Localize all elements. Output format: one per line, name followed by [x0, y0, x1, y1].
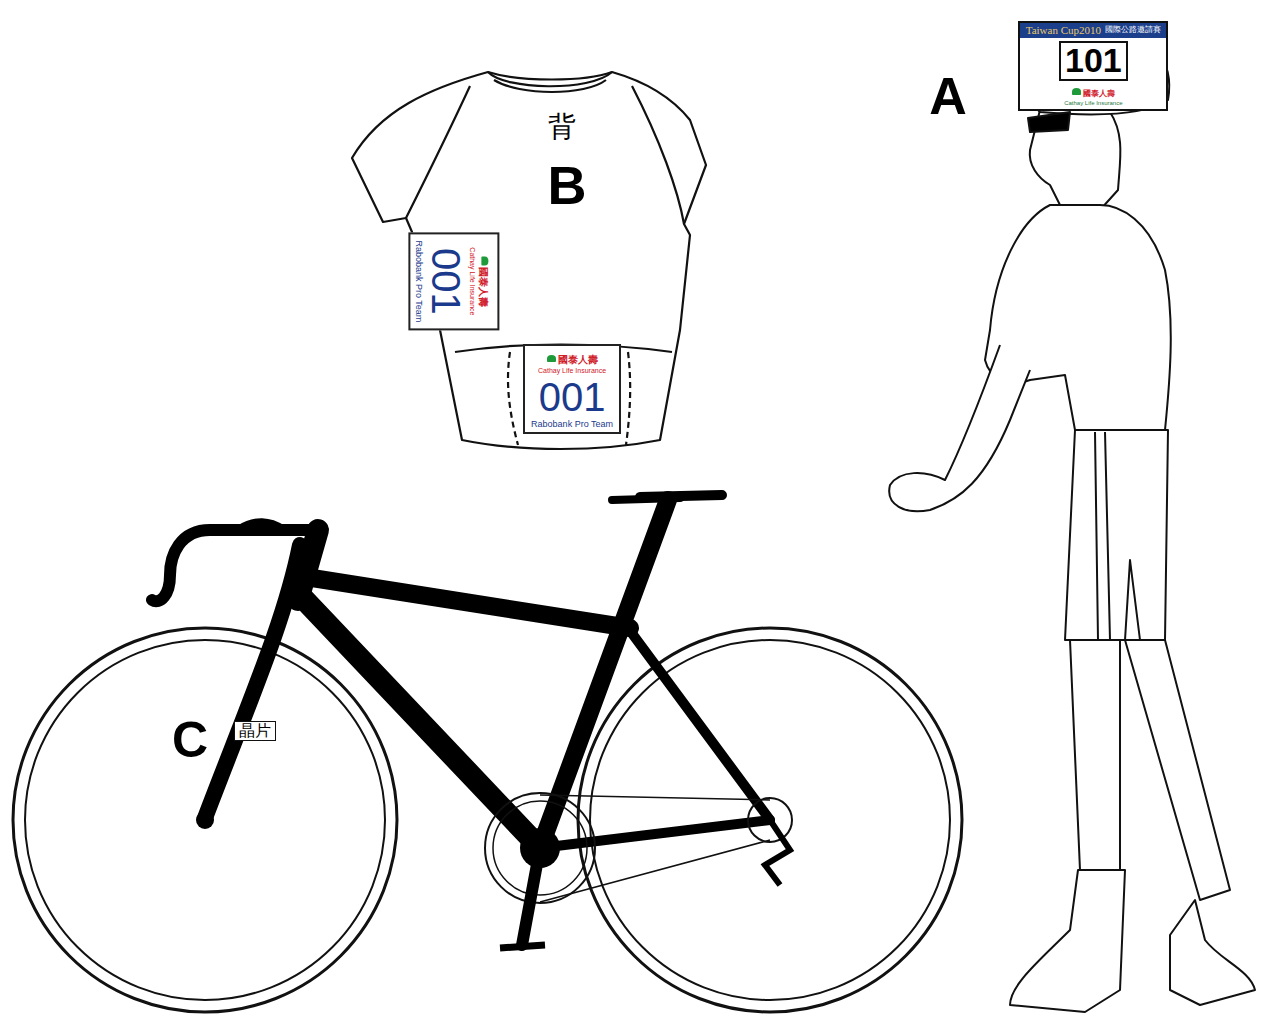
part-letter: B — [548, 158, 587, 212]
part-letter: C — [172, 715, 208, 765]
part-letter: A — [929, 70, 967, 122]
plate-text: 國泰人壽 — [1083, 90, 1115, 98]
back-number-plate: 國泰人壽Cathay Life Insurance001Rabobank Pro… — [523, 344, 621, 435]
bicycle-frame — [152, 495, 770, 848]
tree-logo — [547, 355, 556, 362]
title-band: Taiwan Cup2010 國際公路邀請賽 — [1020, 23, 1166, 39]
plate-text: Cathay Life Insurance — [469, 240, 476, 322]
helmet-number-plate: Taiwan Cup2010 國際公路邀請賽 101 國泰人壽 Cathay Life … — [1018, 21, 1168, 112]
plate-text: 國泰人壽 — [558, 355, 598, 366]
tree-logo — [1072, 88, 1081, 95]
plate-text: 國泰人壽 — [478, 267, 489, 307]
plate-text: Cathay Life Insurance — [531, 367, 613, 374]
plate-text: Rabobank Pro Team — [531, 420, 613, 429]
plate-text: 國際公路邀請賽 — [1105, 26, 1161, 34]
plate-text: Cathay Life Insurance — [1020, 100, 1166, 106]
bicycle-wheels — [13, 628, 962, 1012]
back-marker: 背 — [548, 113, 576, 141]
plate-text: Rabobank Pro Team — [414, 240, 423, 322]
plate-text: Taiwan Cup2010 — [1026, 25, 1101, 37]
bicycle-drivetrain — [196, 793, 792, 948]
chip-label: 晶片 — [234, 721, 276, 742]
plate-number: 101 — [1059, 41, 1128, 81]
tree-logo — [481, 256, 488, 265]
plate-number: 001 — [423, 240, 469, 322]
jersey-outline — [352, 72, 706, 449]
side-number-plate: 國泰人壽Cathay Life Insurance001Rabobank Pro… — [409, 232, 500, 330]
plate-text: 晶片 — [239, 723, 271, 740]
plate-number: 001 — [531, 374, 613, 420]
cyclist-figure — [889, 30, 1255, 1012]
